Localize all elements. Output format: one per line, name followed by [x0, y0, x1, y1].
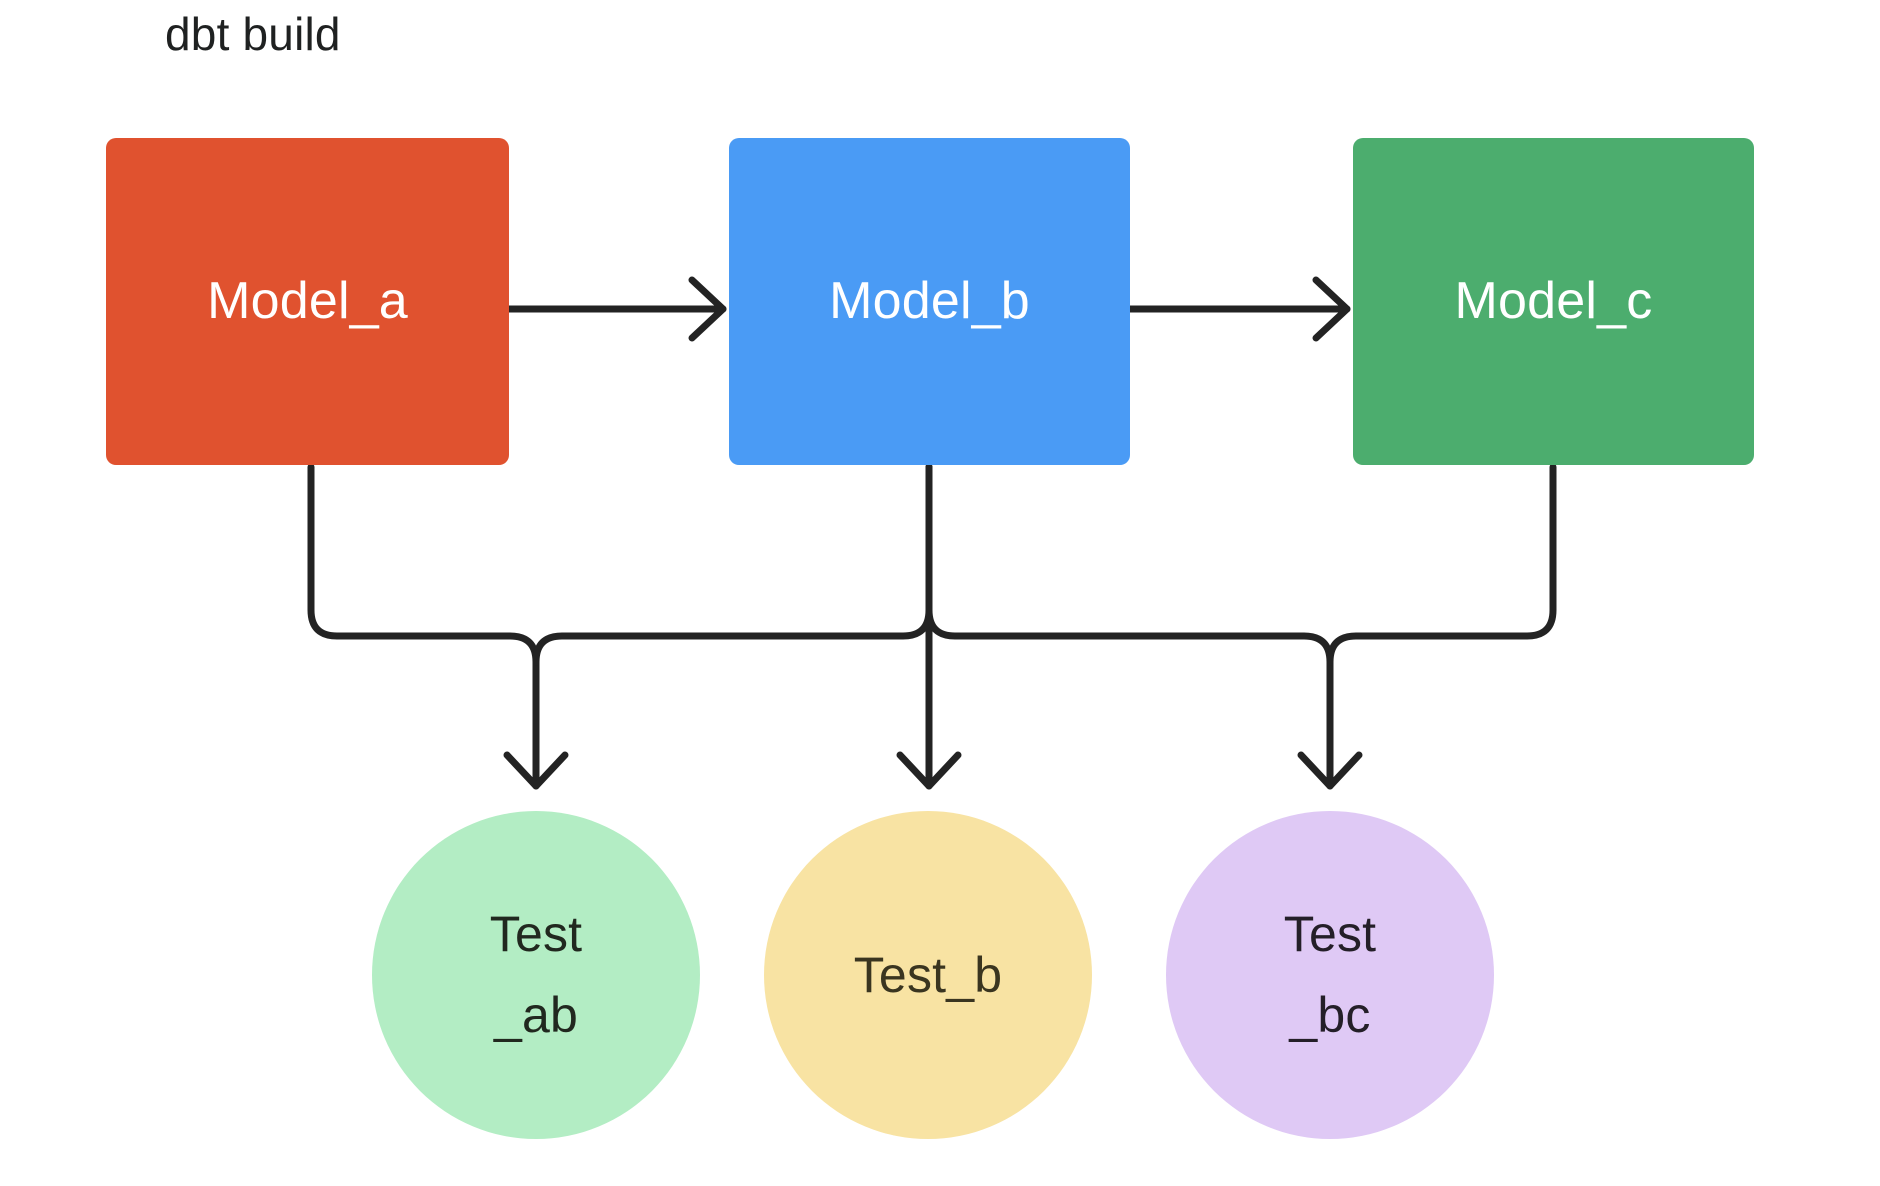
node-test-b-label-line-1: Test_b [853, 946, 1003, 1003]
edge-model_b-test_ab [532, 463, 933, 666]
node-test-bc-label: Test _bc [1284, 894, 1377, 1056]
node-test-bc[interactable]: Test _bc [1166, 811, 1494, 1139]
page-title: dbt build [165, 8, 341, 60]
node-test-bc-label-line-1: Test [1283, 906, 1377, 962]
node-test-ab-label: Test _ab [490, 894, 583, 1056]
edge-model_b-test_b [896, 463, 962, 790]
edge-model_a-test_ab [307, 463, 569, 790]
node-model-a-label: Model_a [207, 271, 408, 330]
node-model-b-label: Model_b [829, 271, 1030, 330]
node-test-bc-label-line-2: _bc [1289, 987, 1371, 1043]
node-model-b[interactable]: Model_b [729, 138, 1130, 465]
node-test-b-label: Test_b [854, 935, 1003, 1016]
edge-model_b-test_bc [925, 463, 1363, 790]
edge-model_b-model_c [1126, 276, 1351, 342]
node-test-b[interactable]: Test_b [764, 811, 1092, 1139]
edge-model_a-model_b [505, 276, 727, 342]
node-test-ab[interactable]: Test _ab [372, 811, 700, 1139]
node-test-ab-label-line-2: _ab [493, 987, 579, 1043]
edge-model_c-test_bc [1326, 463, 1557, 666]
node-model-c[interactable]: Model_c [1353, 138, 1754, 465]
node-model-a[interactable]: Model_a [106, 138, 509, 465]
node-test-ab-label-line-1: Test [489, 906, 583, 962]
node-model-c-label: Model_c [1454, 271, 1653, 330]
